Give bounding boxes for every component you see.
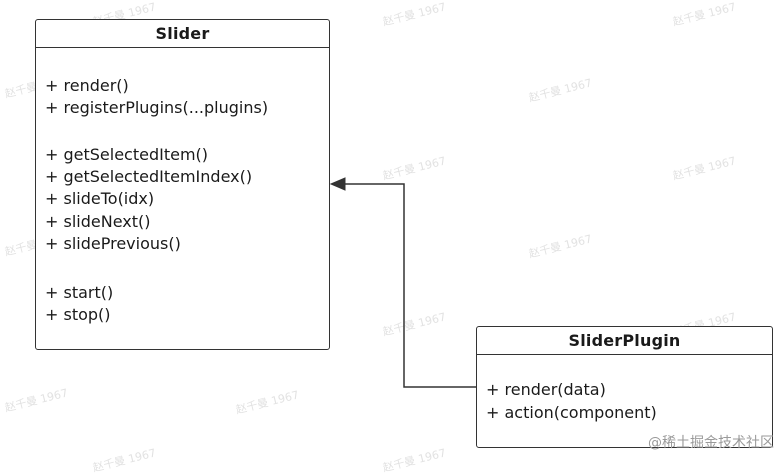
slider-method: + registerPlugins(...plugins) [45, 98, 269, 117]
slider-plugin-class-box[interactable]: SliderPlugin + render(data) + action(com… [476, 326, 773, 448]
slider-method: + stop() [45, 305, 111, 324]
slider-plugin-method: + render(data) [486, 380, 606, 399]
slider-plugin-class-name: SliderPlugin [477, 327, 772, 355]
slider-class-box[interactable]: Slider + render() + registerPlugins(...p… [35, 19, 330, 350]
slider-method: + slideNext() [45, 212, 151, 231]
connector-arrowhead [329, 177, 346, 191]
connector-line [342, 183, 476, 388]
site-watermark: @稀土掘金技术社区 [648, 435, 774, 451]
slider-method: + slideTo(idx) [45, 189, 155, 208]
slider-method: + start() [45, 283, 114, 302]
slider-method: + getSelectedItemIndex() [45, 167, 253, 186]
slider-method: + getSelectedItem() [45, 145, 209, 164]
slider-plugin-method: + action(component) [486, 403, 657, 422]
slider-class-name: Slider [36, 20, 329, 48]
slider-method: + render() [45, 76, 129, 95]
slider-method: + slidePrevious() [45, 234, 181, 253]
